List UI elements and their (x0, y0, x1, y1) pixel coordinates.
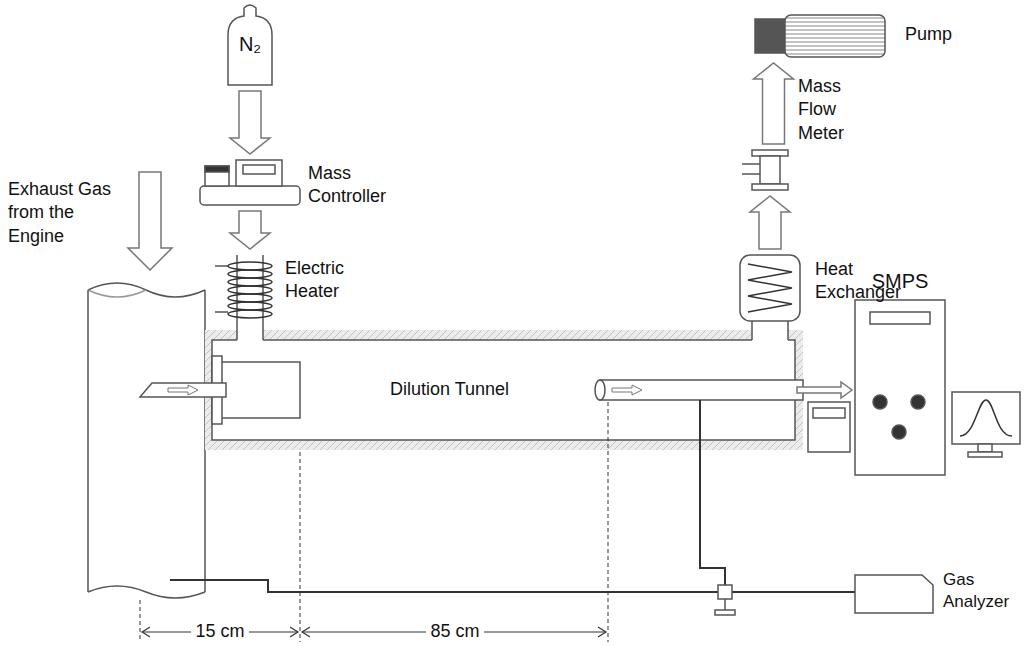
smps-unit: SMPS (855, 300, 945, 475)
gas-cylinder: N₂ (225, 3, 275, 85)
node-label: Electric Heater (285, 257, 344, 304)
flow-arrow (230, 211, 270, 249)
electric-heater: Electric Heater (228, 255, 272, 323)
flow-arrow (230, 91, 270, 154)
node-label: SMPS (872, 268, 929, 294)
pump: Pump (755, 15, 885, 57)
dilution-tunnel: Dilution Tunnel (212, 340, 795, 440)
heat-exchanger: Heat Exchanger (740, 255, 800, 323)
gas-analyzer: Gas Analyzer (855, 575, 933, 613)
flow-arrow (750, 196, 790, 249)
flow-arrow (754, 63, 794, 144)
annotation-label: Exhaust Gas from the Engine (8, 178, 128, 248)
mass-flow-meter: Mass Flow Meter (748, 150, 792, 190)
node-label: Pump (905, 23, 952, 46)
node-label: Gas Analyzer (943, 569, 1009, 613)
dimension-label: 15 cm (191, 620, 248, 643)
node-label: N₂ (239, 31, 261, 57)
node-label: Mass Flow Meter (798, 75, 844, 145)
node-label: Dilution Tunnel (390, 378, 509, 401)
flow-arrow (797, 382, 852, 398)
node-label: Mass Controller (308, 162, 386, 209)
mass-controller: Mass Controller (200, 160, 300, 205)
dimension-label: 85 cm (426, 620, 483, 643)
